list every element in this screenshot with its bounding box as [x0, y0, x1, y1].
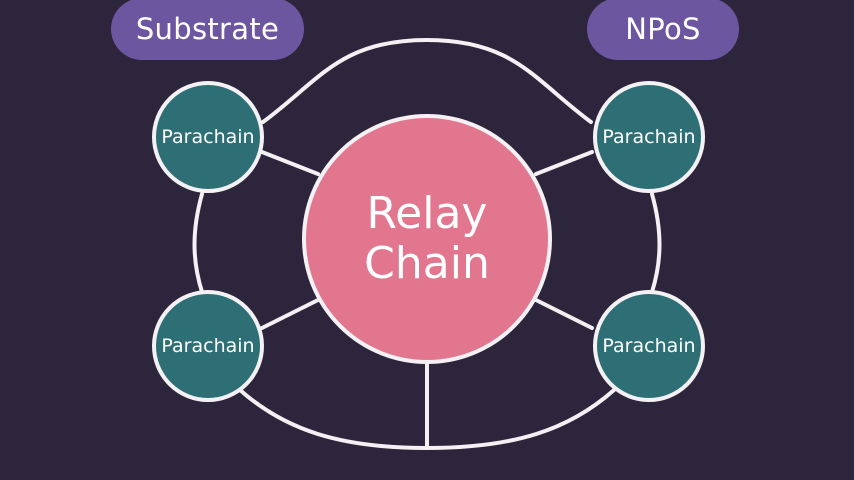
parachain-top-left: Parachain — [152, 81, 264, 193]
parachain-label: Parachain — [161, 335, 255, 357]
npos-tag-label: NPoS — [625, 12, 701, 46]
relay-chain-label-line1: Relay — [366, 188, 488, 239]
relay-chain-node: Relay Chain — [302, 114, 552, 364]
parachain-label: Parachain — [161, 126, 255, 148]
link-spoke-tl — [260, 150, 320, 176]
parachain-bottom-right: Parachain — [593, 290, 705, 402]
npos-tag: NPoS — [587, 0, 739, 60]
link-spoke-bl — [260, 298, 320, 330]
link-arch-top — [261, 37, 593, 124]
link-spoke-br — [534, 298, 594, 330]
link-bottom-left — [238, 388, 429, 450]
substrate-tag-label: Substrate — [135, 12, 280, 46]
parachain-bottom-left: Parachain — [152, 290, 264, 402]
parachain-top-right: Parachain — [593, 81, 705, 193]
parachain-label: Parachain — [602, 335, 696, 357]
substrate-tag: Substrate — [111, 0, 304, 60]
link-bottom-right — [425, 388, 616, 450]
relay-chain-label-line2: Chain — [364, 238, 490, 289]
link-left-vertical — [192, 192, 204, 294]
link-right-vertical — [650, 192, 662, 294]
link-spoke-tr — [534, 150, 594, 176]
parachain-label: Parachain — [602, 126, 696, 148]
